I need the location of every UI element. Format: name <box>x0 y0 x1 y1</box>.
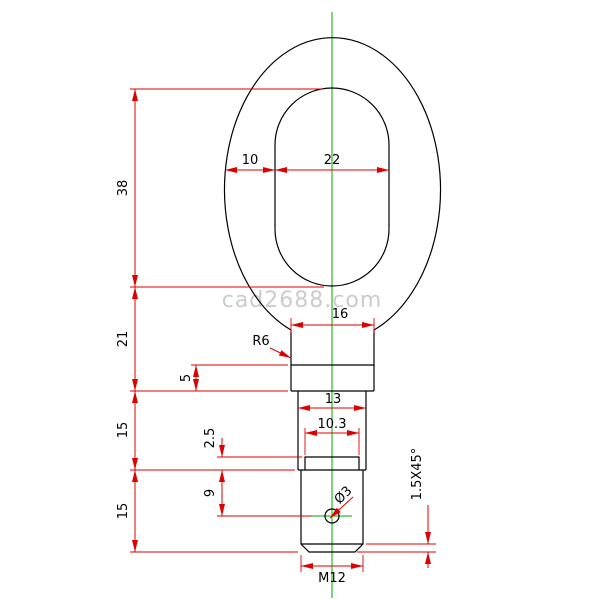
extension-lines <box>130 88 436 572</box>
eye-outer-contour <box>223 37 442 331</box>
leader-hole-dia <box>329 496 354 519</box>
thread-contour <box>300 470 364 553</box>
dim-text-thread-length: 15 <box>116 503 131 520</box>
dim-text-neck-width: 16 <box>332 307 349 322</box>
dim-text-fillet-radius: R6 <box>252 334 269 349</box>
dim-text-shank-length: 15 <box>116 422 131 439</box>
eye-inner-contour <box>274 87 390 287</box>
part-outline <box>223 37 442 553</box>
dim-text-eye-inner-width: 22 <box>324 153 341 168</box>
dimension-texts: 10 22 38 21 15 15 5 2.5 9 16 R6 13 10.3 … <box>116 153 425 586</box>
dim-text-undercut-height: 2.5 <box>203 428 218 449</box>
watermark-text: cad2688.com <box>222 288 383 313</box>
dim-text-eye-inner-height: 38 <box>116 180 131 197</box>
dim-text-eye-wall: 10 <box>242 153 259 168</box>
dimension-lines <box>132 89 431 569</box>
dim-text-thread-spec: M12 <box>318 571 346 586</box>
dim-text-collar-height: 5 <box>179 374 194 382</box>
dim-text-undercut-diameter: 10.3 <box>318 417 347 432</box>
dim-text-eye-to-collar: 21 <box>116 331 131 348</box>
dim-text-hole-diameter: Ø3 <box>332 484 356 508</box>
undercut-groove <box>304 456 360 470</box>
dim-text-hole-depth: 9 <box>203 489 218 497</box>
dim-text-chamfer: 1.5X45° <box>410 448 425 501</box>
leader-r6 <box>269 347 292 359</box>
dim-text-shank-diameter: 13 <box>325 392 342 407</box>
